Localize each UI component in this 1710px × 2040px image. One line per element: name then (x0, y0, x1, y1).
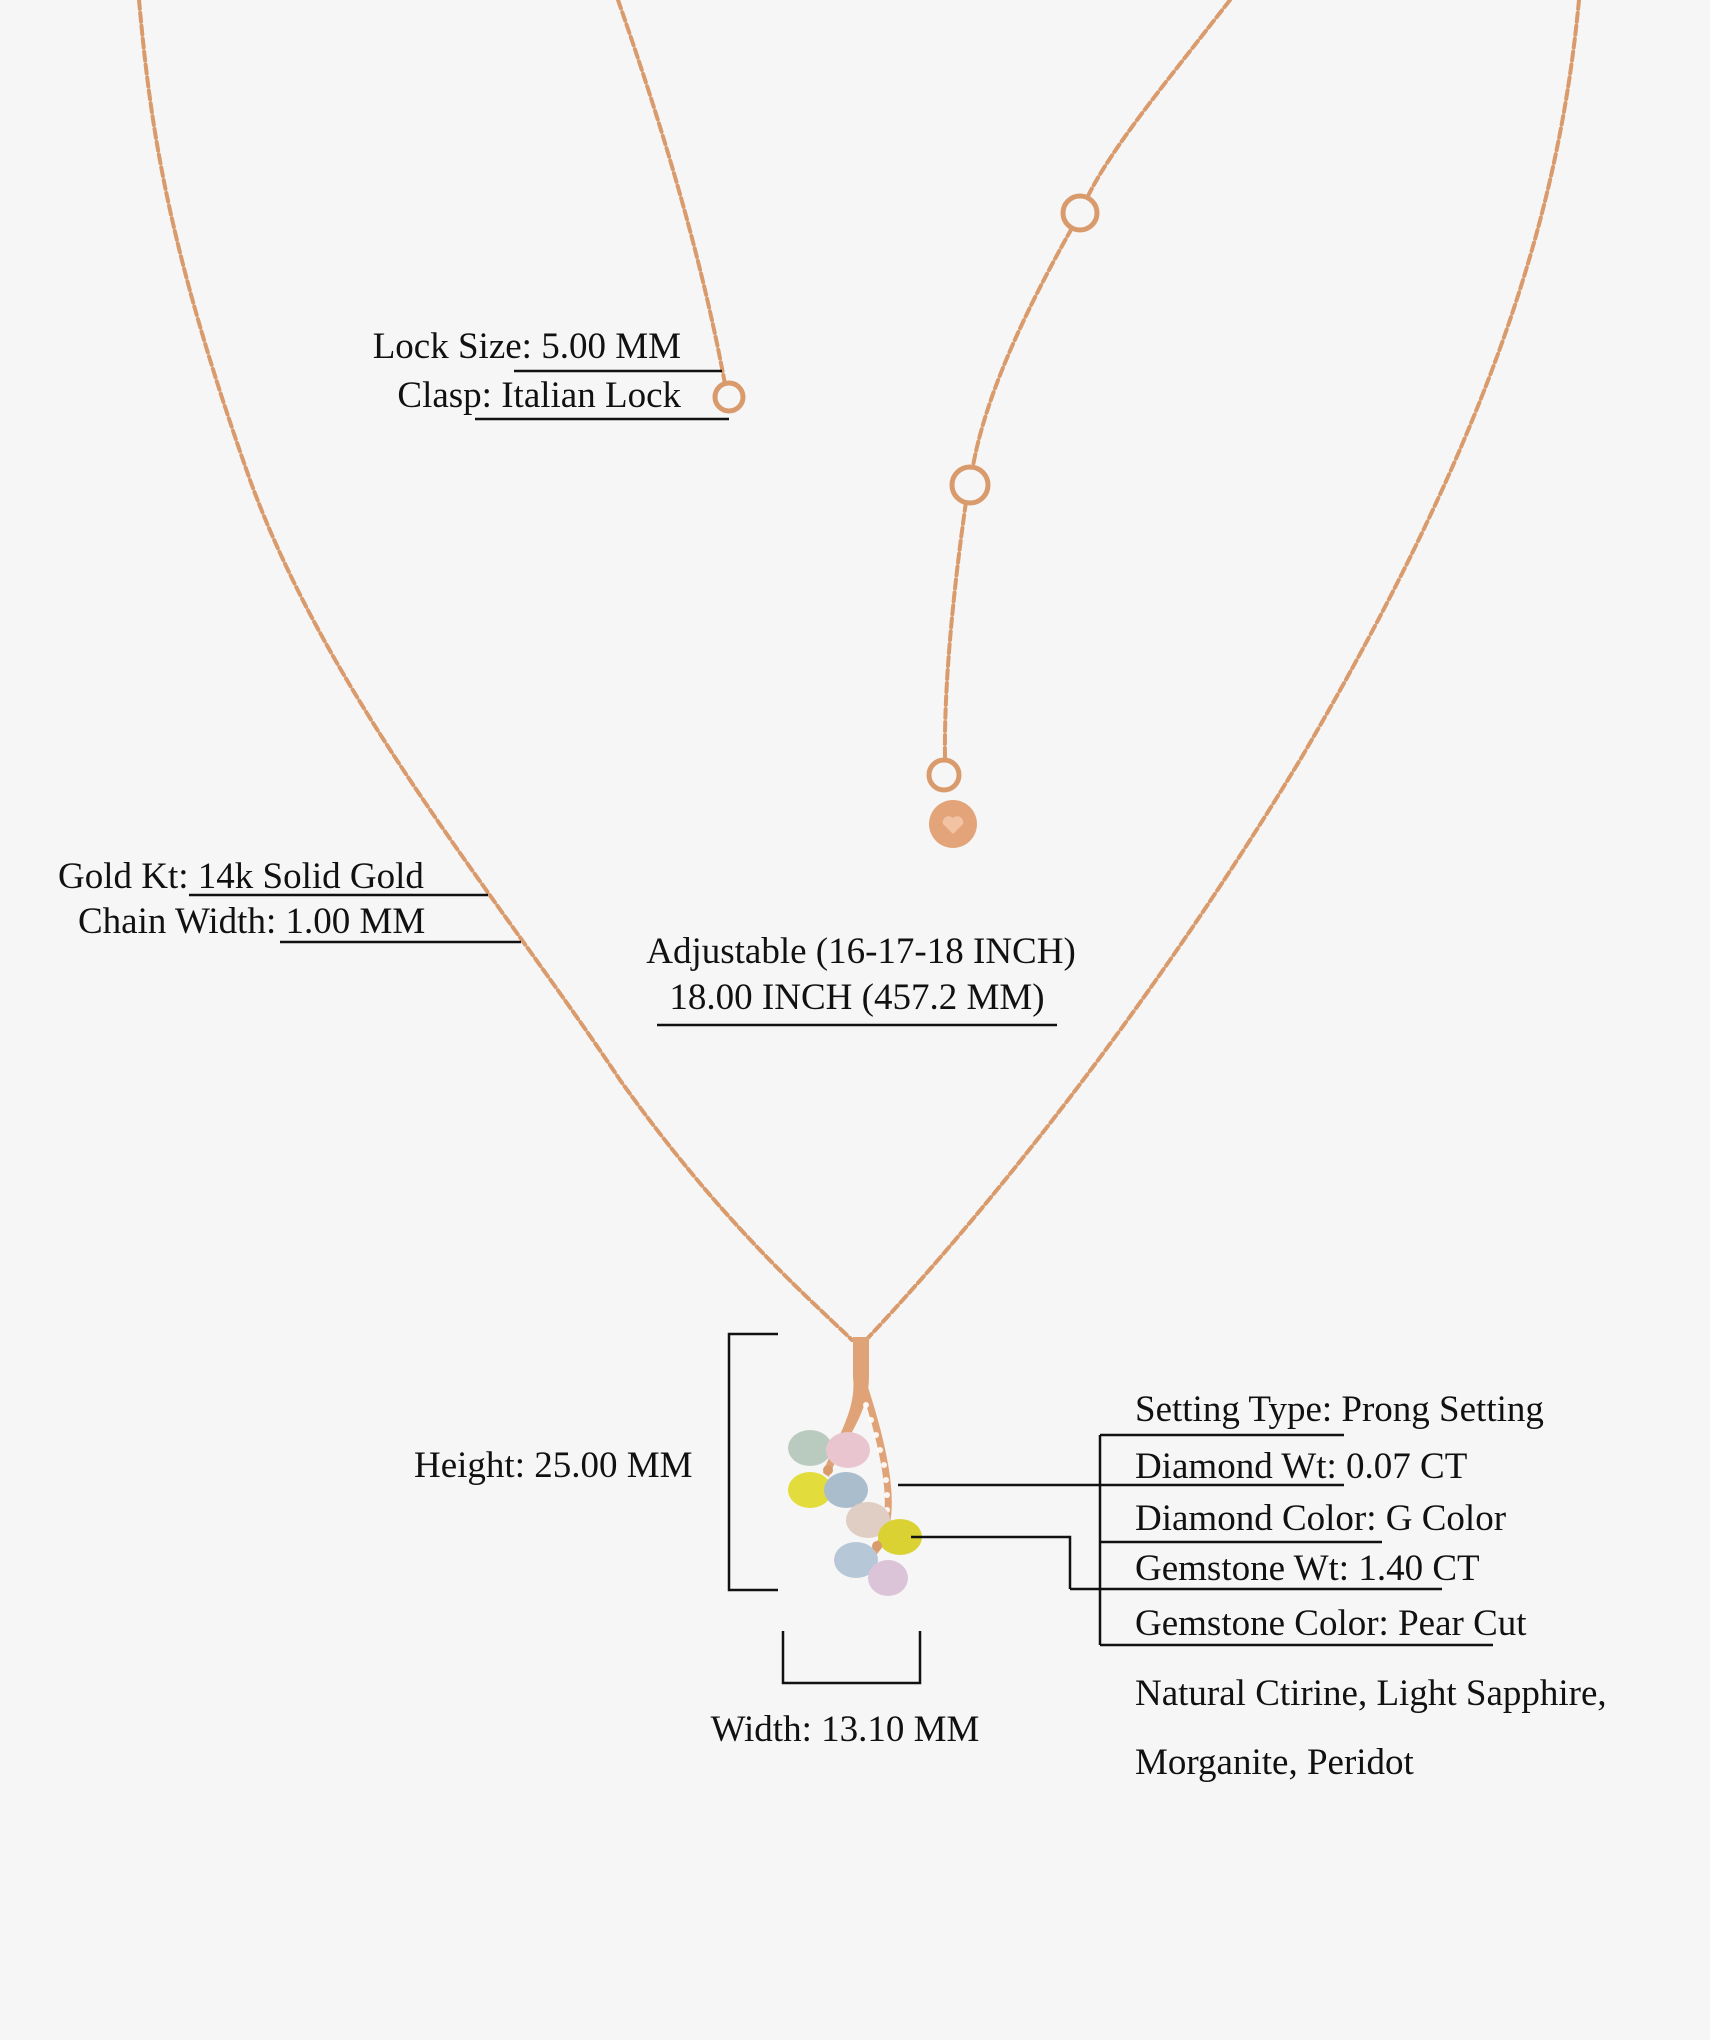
heart-icon (942, 816, 964, 834)
width-bracket (781, 1631, 922, 1685)
extension-ring (926, 757, 962, 793)
diamond-color-label: Diamond Color: G Color (1135, 1498, 1507, 1539)
clasp-label: Clasp: Italian Lock (397, 375, 681, 416)
clasp-strand (616, 0, 727, 386)
height-label: Height: 25.00 MM (414, 1445, 693, 1486)
flower-upper (788, 1430, 870, 1508)
clasp-ring (712, 380, 746, 414)
chain-left (137, 0, 854, 1342)
height-bracket (727, 1332, 778, 1592)
adjustable-length-label: Adjustable (16-17-18 INCH) (646, 931, 1076, 972)
gemstones-line-1: Natural Ctirine, Light Sapphire, (1135, 1673, 1607, 1714)
width-label: Width: 13.10 MM (710, 1709, 980, 1750)
gemstone-color-label: Gemstone Color: Pear Cut (1135, 1603, 1527, 1644)
extension-ring (1060, 193, 1100, 233)
flower-lower (834, 1502, 922, 1596)
gemstone-leader (911, 1535, 1072, 1589)
lock-size-label: Lock Size: 5.00 MM (372, 326, 681, 367)
chain-right (864, 0, 1581, 1342)
chain-width-label: Chain Width: 1.00 MM (78, 901, 426, 942)
length-label: 18.00 INCH (457.2 MM) (669, 977, 1045, 1018)
setting-type-label: Setting Type: Prong Setting (1135, 1389, 1544, 1430)
gemstone-wt-label: Gemstone Wt: 1.40 CT (1135, 1548, 1480, 1589)
diamond-wt-label: Diamond Wt: 0.07 CT (1135, 1446, 1468, 1487)
gold-kt-label: Gold Kt: 14k Solid Gold (58, 856, 424, 897)
gemstones-line-2: Morganite, Peridot (1135, 1742, 1414, 1783)
extension-chain (942, 0, 1232, 760)
extension-ring (949, 464, 991, 506)
pendant (788, 1337, 922, 1596)
